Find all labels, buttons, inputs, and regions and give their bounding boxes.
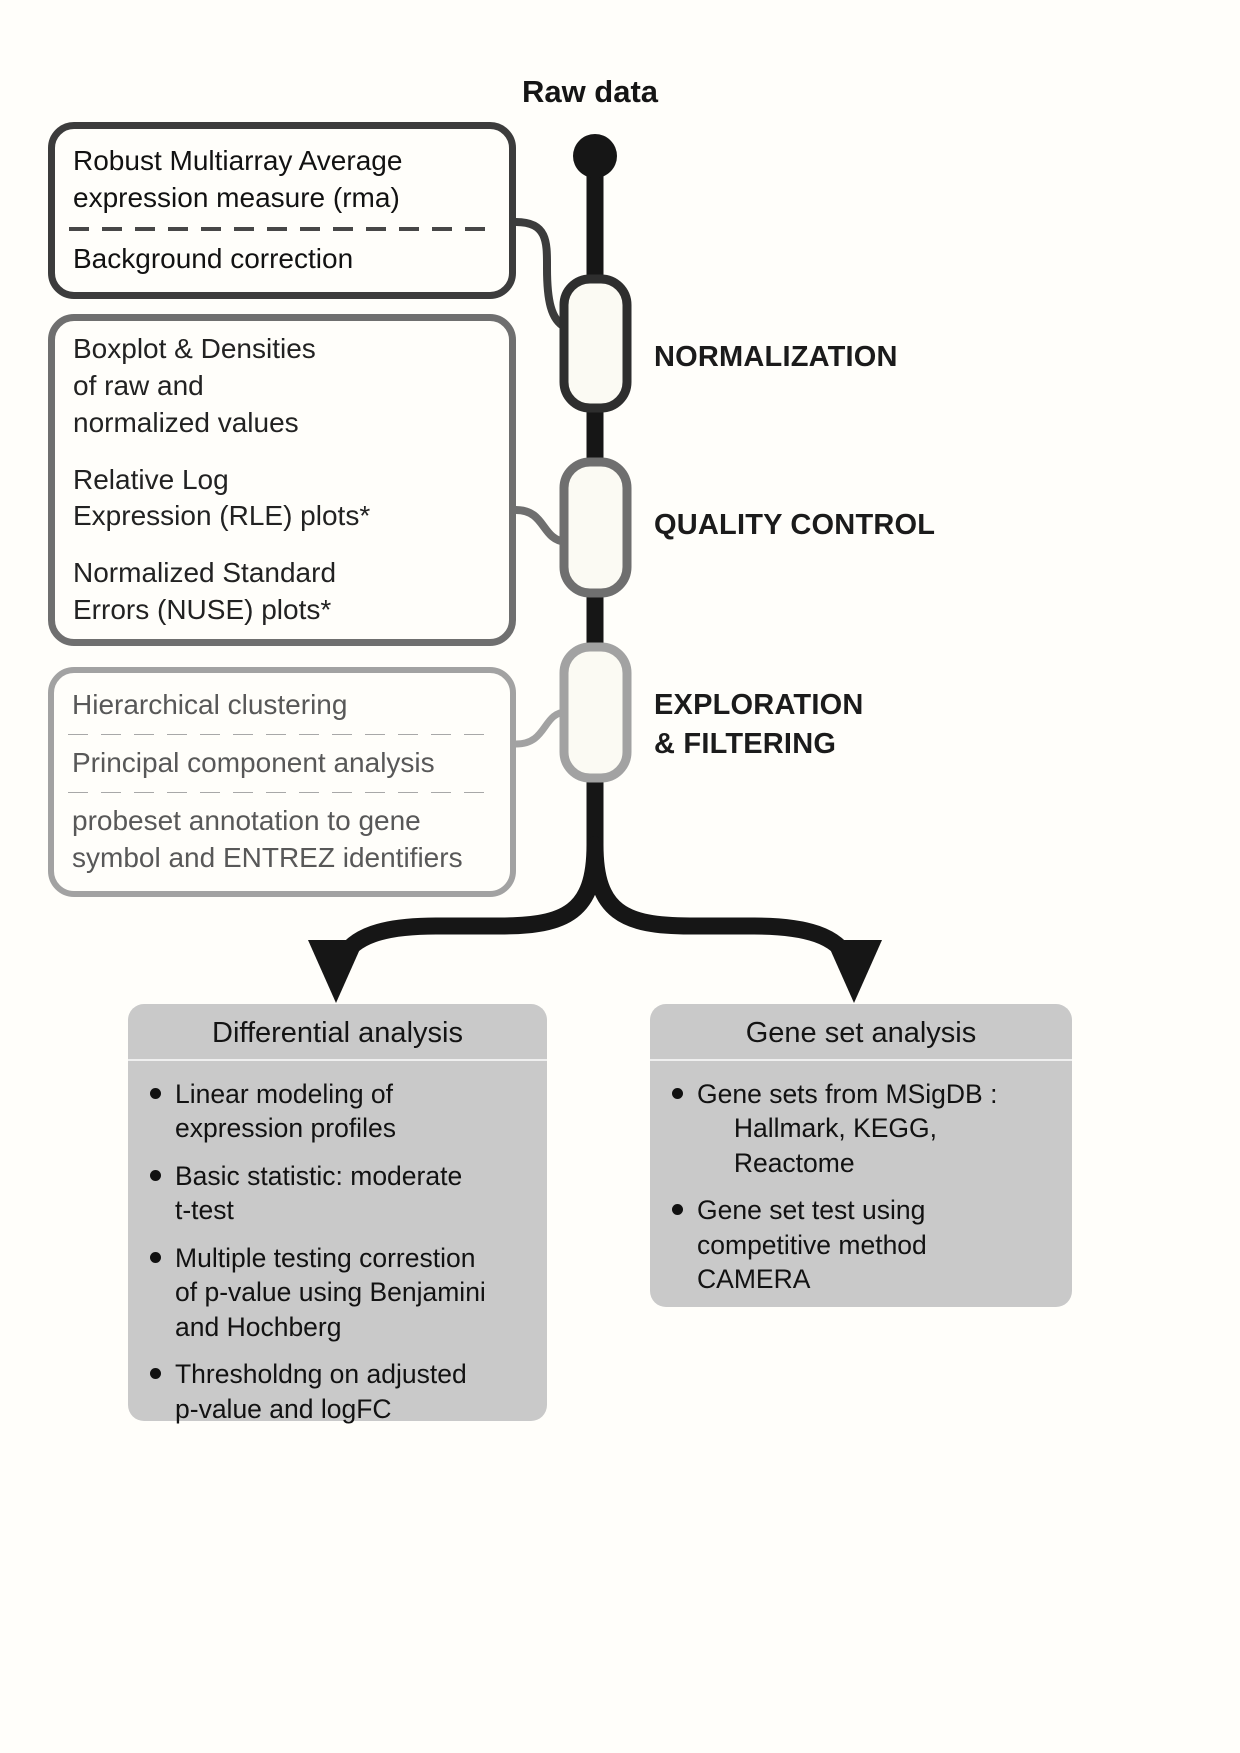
stage-label-exploration-filtering: EXPLORATION & FILTERING: [654, 689, 864, 761]
dashed-divider: [69, 226, 495, 232]
exploration-methods-box: Hierarchical clustering Principal compon…: [48, 667, 516, 897]
raw-data-node-dot: [573, 134, 617, 178]
method-item-boxplot-densities: Boxplot & Densities of raw and normalize…: [73, 332, 316, 438]
method-item-background-correction: Background correction: [73, 243, 354, 275]
exploration-node: [559, 642, 632, 783]
connector-normalization: [512, 218, 569, 331]
arrowhead-left-icon: [308, 940, 364, 1003]
gene-set-analysis-title: Gene set analysis: [650, 1004, 1072, 1061]
bullet-text: Basic statistic: moderate t-test: [175, 1160, 463, 1226]
method-item-rma: Robust Multiarray Average expression mea…: [73, 145, 403, 213]
raw-data-label: Raw data: [521, 74, 659, 109]
bullet-icon: [150, 1088, 161, 1099]
normalization-methods-box: Robust Multiarray Average expression mea…: [48, 122, 516, 299]
arrowhead-right-icon: [826, 940, 882, 1003]
differential-analysis-title: Differential analysis: [128, 1004, 547, 1061]
branch-arm-right: [586, 836, 858, 969]
differential-analysis-bullets: Linear modeling of expression profiles B…: [128, 1061, 547, 1436]
stage-label-quality-control: QUALITY CONTROL: [654, 509, 936, 541]
method-item-nuse-plots: Normalized Standard Errors (NUSE) plots*: [73, 557, 337, 626]
stage-label-normalization: NORMALIZATION: [654, 341, 898, 373]
list-item: Gene sets from MSigDB : Hallmark, KEGG, …: [672, 1077, 1056, 1180]
bullet-icon: [150, 1251, 161, 1263]
list-item: Gene set test using competitive method C…: [672, 1193, 1056, 1296]
method-item-pca: Principal component analysis: [72, 747, 435, 779]
quality-control-node: [559, 457, 632, 598]
differential-analysis-box: Differential analysis Linear modeling of…: [128, 1004, 547, 1424]
connector-quality-control: [512, 506, 570, 546]
list-item: Basic statistic: moderate t-test: [150, 1159, 531, 1228]
bullet-text: Thresholdng on adjusted p-value and logF…: [175, 1359, 467, 1424]
gene-set-analysis-box: Gene set analysis Gene sets from MSigDB …: [650, 1004, 1072, 1307]
method-item-probeset-annotation: probeset annotation to gene symbol and E…: [72, 805, 463, 874]
bullet-icon: [150, 1368, 161, 1380]
bullet-text: Multiple testing correstion of p-value u…: [175, 1242, 486, 1342]
bullet-text: Linear modeling of expression profiles: [175, 1079, 396, 1144]
list-item: Multiple testing correstion of p-value u…: [150, 1241, 531, 1344]
bullet-text: Gene set test using competitive method C…: [697, 1195, 927, 1295]
bullet-text: Gene sets from MSigDB : Hallmark, KEGG, …: [697, 1079, 998, 1178]
list-item: Thresholdng on adjusted p-value and logF…: [150, 1357, 531, 1426]
method-item-rle-plots: Relative Log Expression (RLE) plots*: [73, 463, 371, 532]
method-item-hierarchical-clustering: Hierarchical clustering: [72, 689, 348, 720]
list-item: Linear modeling of expression profiles: [150, 1077, 531, 1146]
connector-exploration: [512, 708, 571, 748]
quality-control-methods-box: Boxplot & Densities of raw and normalize…: [48, 314, 516, 646]
dashed-divider: [68, 733, 496, 736]
bullet-icon: [672, 1204, 683, 1216]
bullet-icon: [150, 1169, 161, 1181]
dashed-divider: [68, 792, 496, 794]
normalization-node: [559, 274, 632, 413]
gene-set-analysis-bullets: Gene sets from MSigDB : Hallmark, KEGG, …: [650, 1061, 1072, 1307]
bullet-icon: [672, 1088, 683, 1099]
